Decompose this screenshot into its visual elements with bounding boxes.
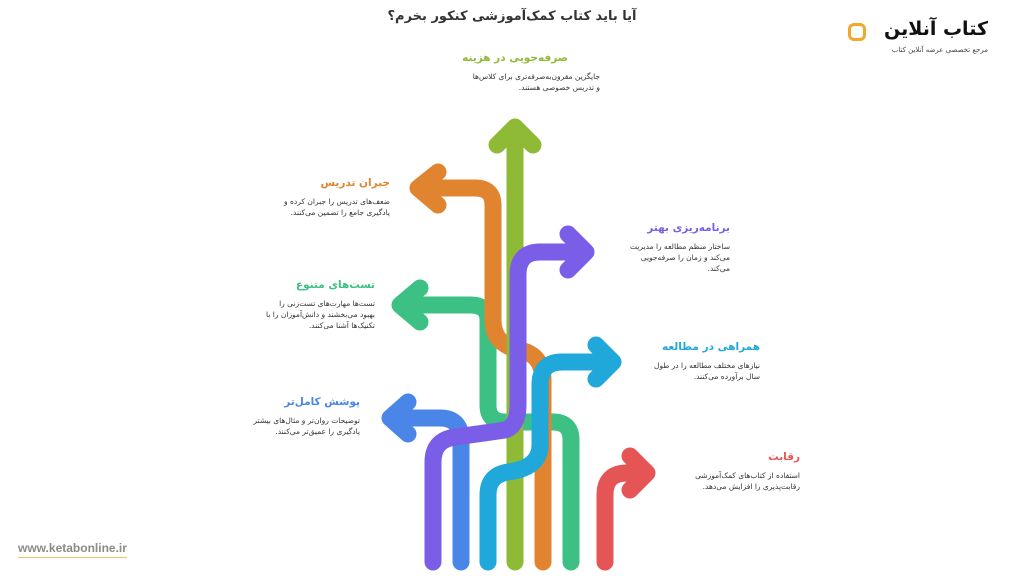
item-desc-line: رقابت‌پذیری را افزایش می‌دهد.: [702, 482, 800, 491]
arrow-cyan-accompaniment-icon: [479, 336, 622, 571]
website-link[interactable]: www.ketabonline.ir: [18, 541, 127, 558]
item-desc-line: نیازهای مختلف مطالعه را در طول: [654, 361, 760, 370]
item-tutoring: جبران تدریس ضعف‌های تدریس را جبران کرده …: [250, 177, 390, 218]
item-accompaniment: همراهی در مطالعه نیازهای مختلف مطالعه را…: [640, 341, 760, 382]
arrow-green-tests-icon: [391, 279, 580, 571]
item-desc-line: و تدریس خصوصی هستند.: [518, 83, 600, 92]
item-desc-line: سال برآورده می‌کنند.: [693, 372, 760, 381]
item-title: صرفه‌جویی در هزینه: [462, 52, 568, 64]
item-desc-line: جایگزین مقرون‌به‌صرفه‌تری برای کلاس‌ها: [472, 72, 600, 81]
arrow-orange-tutoring-icon: [409, 163, 552, 571]
item-desc-line: توضیحات روان‌تر و مثال‌های بیشتر: [253, 416, 360, 425]
logo-tagline: مرجع تخصصی عرضه آنلاین کتاب: [891, 46, 988, 54]
item-coverage: پوشش کامل‌تر توضیحات روان‌تر و مثال‌های …: [230, 396, 360, 437]
item-title: رقابت: [768, 451, 800, 463]
item-tests: تست‌های متنوع تست‌ها مهارت‌های تست‌زنی ر…: [240, 279, 375, 331]
item-desc-line: می‌کند و زمان را صرفه‌جویی: [640, 253, 730, 262]
item-title: جبران تدریس: [320, 177, 390, 189]
item-desc-line: یادگیری جامع را تضمین می‌کنند.: [290, 208, 390, 217]
item-title: پوشش کامل‌تر: [284, 396, 360, 408]
arrow-red-competition-icon: [596, 447, 656, 571]
item-desc-line: تست‌ها مهارت‌های تست‌زنی را: [279, 299, 375, 308]
page-title: آیا باید کتاب کمک‌آموزشی کنکور بخرم؟: [387, 9, 637, 24]
item-planning: برنامه‌ریزی بهتر ساختار منظم مطالعه را م…: [620, 222, 730, 274]
logo-mark-icon: [848, 23, 866, 41]
item-title: همراهی در مطالعه: [661, 341, 760, 353]
item-desc-line: ساختار منظم مطالعه را مدیریت: [629, 242, 730, 251]
item-cost-saving: صرفه‌جویی در هزینه جایگزین مقرون‌به‌صرفه…: [430, 52, 600, 93]
arrow-purple-planning-icon: [424, 225, 595, 571]
item-title: برنامه‌ریزی بهتر: [647, 222, 730, 234]
item-desc-line: تکنیک‌ها آشنا می‌کنند.: [308, 321, 375, 330]
item-desc-line: بهبود می‌بخشند و دانش‌آموزان را با: [266, 310, 375, 319]
item-competition: رقابت استفاده از کتاب‌های کمک‌آموزشی رقا…: [670, 451, 800, 492]
item-title: تست‌های متنوع: [295, 279, 375, 291]
item-desc-line: یادگیری را عمیق‌تر می‌کنند.: [275, 427, 360, 436]
item-desc-line: می‌کند.: [707, 264, 730, 273]
logo-name: کتاب آنلاین: [884, 18, 988, 40]
brand-logo[interactable]: کتاب آنلاین مرجع تخصصی عرضه آنلاین کتاب: [846, 18, 996, 60]
item-desc-line: ضعف‌های تدریس را جبران کرده و: [283, 197, 390, 206]
item-desc-line: استفاده از کتاب‌های کمک‌آموزشی: [695, 471, 800, 480]
